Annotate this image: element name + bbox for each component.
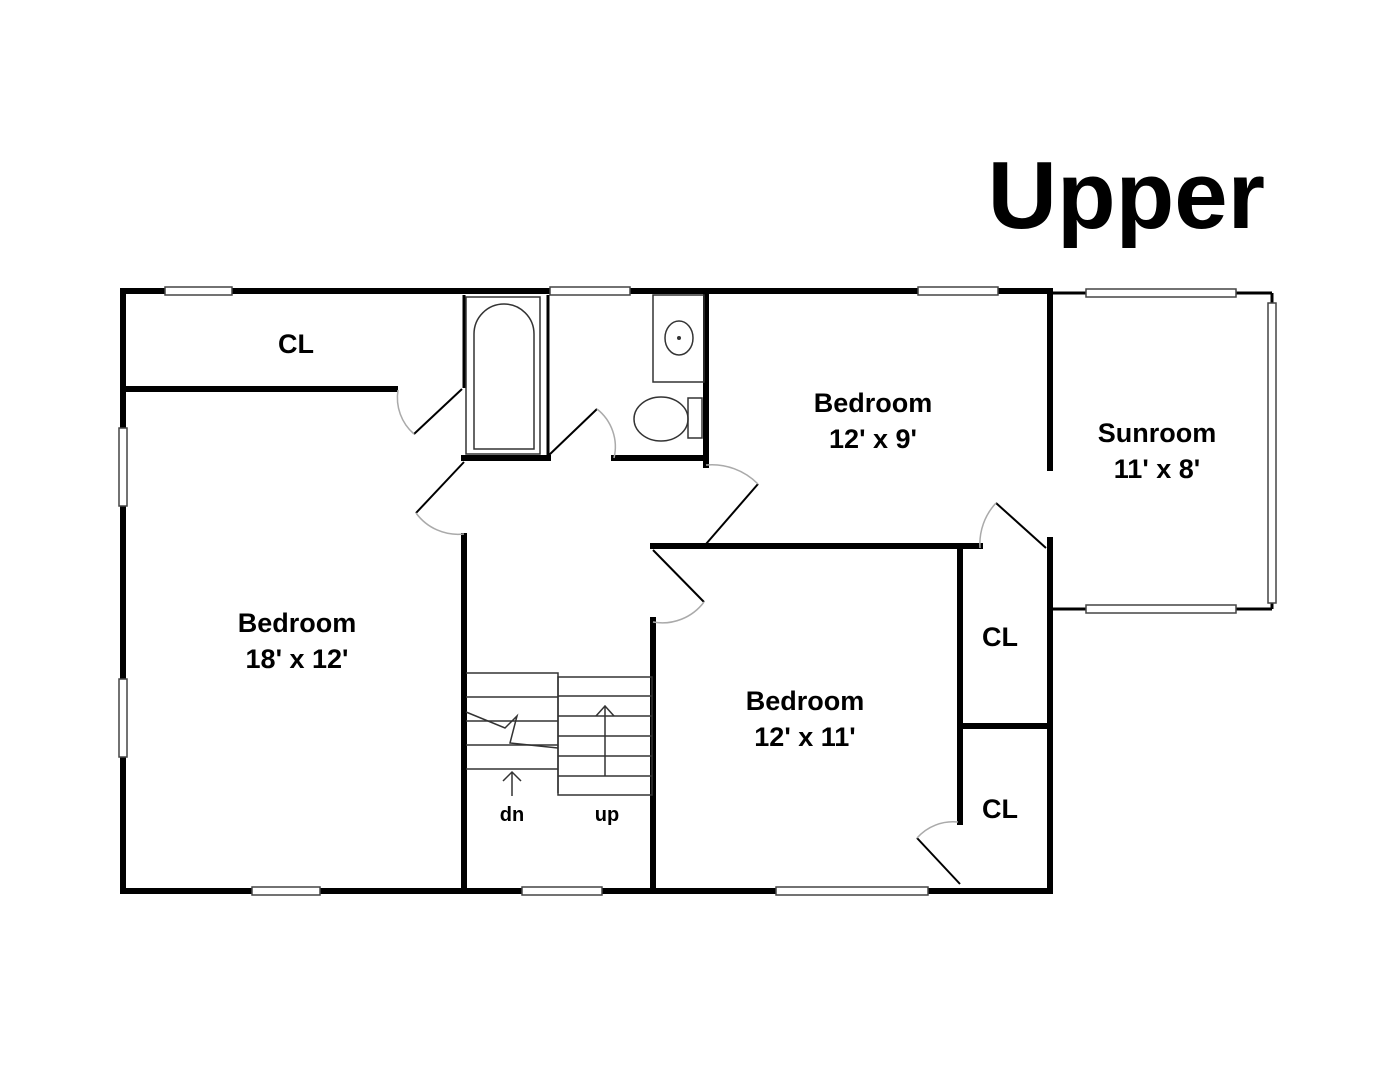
bedroom-top-right-name: Bedroom	[814, 388, 933, 418]
closet-right-upper-label: CL	[982, 622, 1018, 652]
bedroom-center-name: Bedroom	[746, 686, 865, 716]
closet-right-lower-label: CL	[982, 794, 1018, 824]
windows	[118, 286, 1277, 896]
stairs	[465, 672, 653, 796]
bedroom-center-dims: 12' x 11'	[754, 722, 855, 752]
bedroom-left-name: Bedroom	[238, 608, 357, 638]
sink-icon	[652, 294, 705, 383]
bedroom-top-right-dims: 12' x 9'	[829, 424, 917, 454]
stairs-down-label: dn	[500, 804, 524, 826]
walls	[120, 288, 1274, 894]
sunroom-dims: 11' x 8'	[1114, 454, 1200, 484]
sunroom-name: Sunroom	[1098, 418, 1217, 448]
doors	[396, 388, 1047, 885]
stairs-up-label: up	[595, 804, 619, 826]
toilet-icon	[633, 396, 703, 442]
plan-title: Upper	[988, 142, 1265, 249]
closet-top-left-label: CL	[278, 329, 314, 359]
bedroom-left-dims: 18' x 12'	[246, 644, 349, 674]
bathtub-icon	[465, 296, 541, 455]
